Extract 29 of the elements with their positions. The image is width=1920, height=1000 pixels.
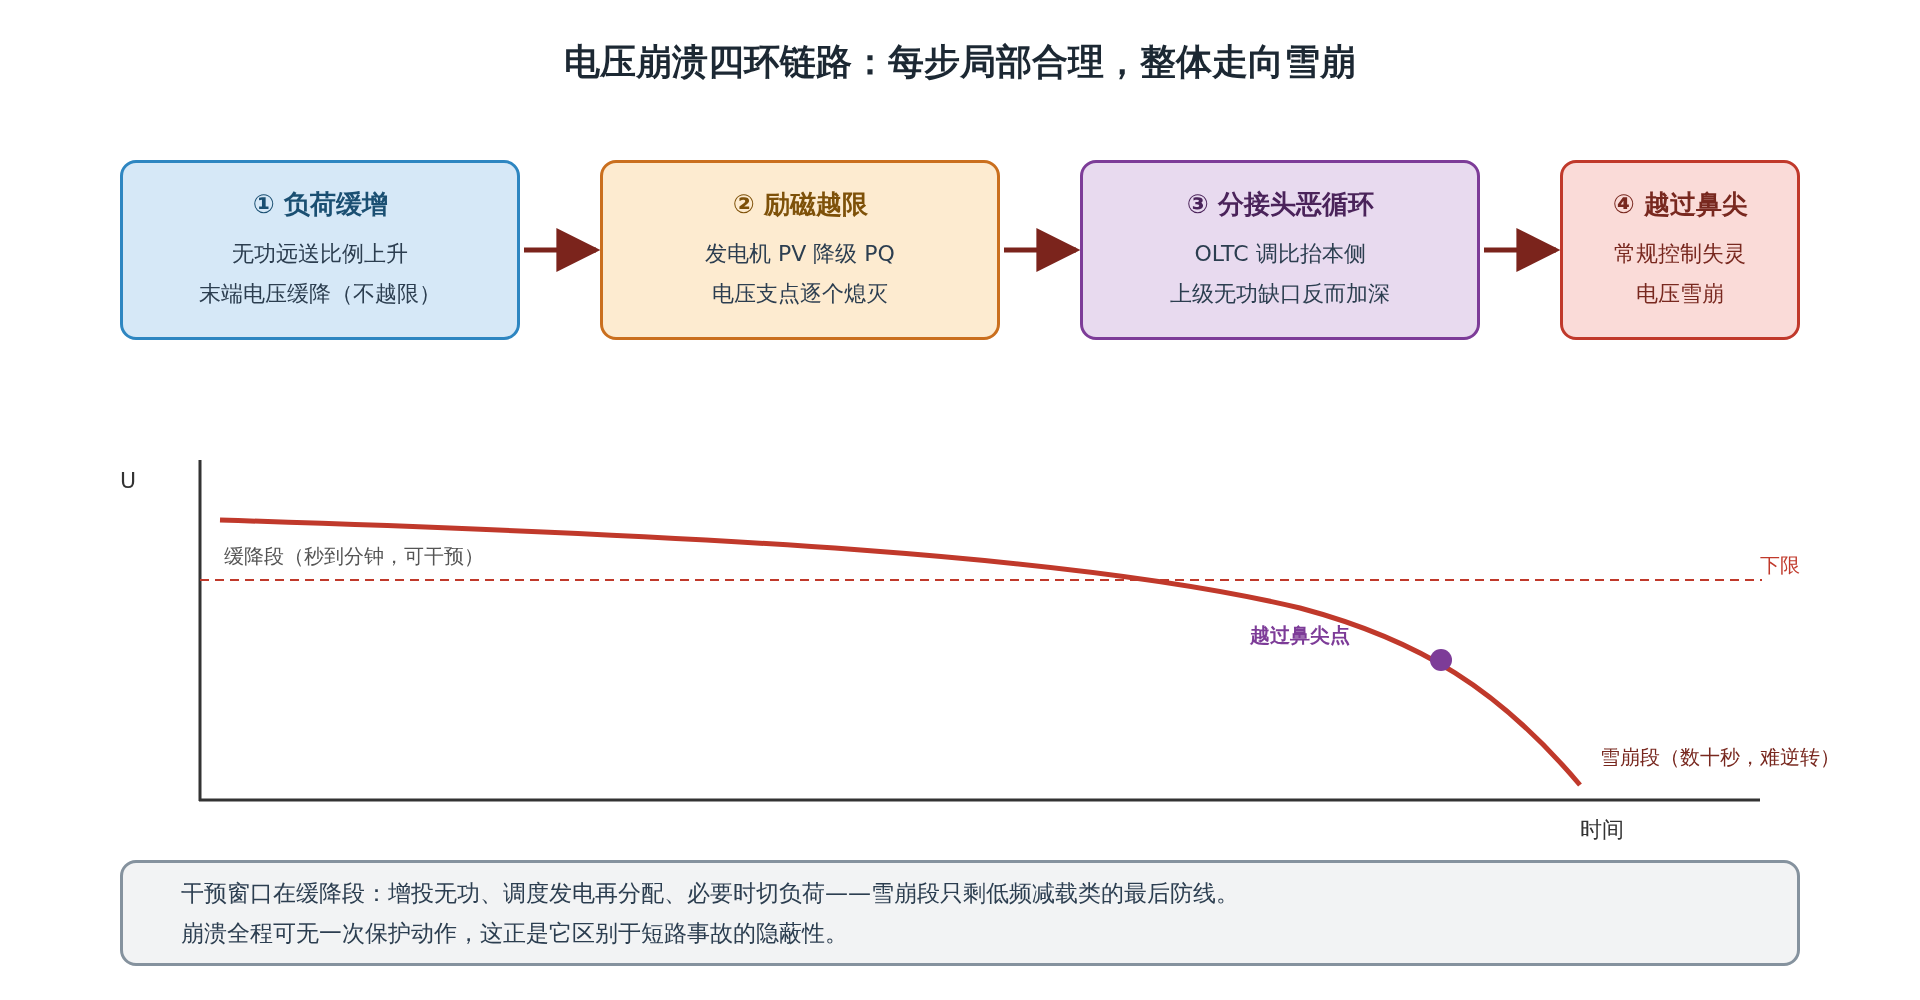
- arrow: [1004, 228, 1081, 272]
- arrow: [524, 228, 601, 272]
- box-text: 常规控制失灵: [1614, 239, 1746, 268]
- segment-label: 雪崩段（数十秒，难逆转）: [1600, 744, 1840, 771]
- axis-label: 时间: [1580, 816, 1624, 844]
- box-heading: ④ 越过鼻尖: [1612, 187, 1748, 221]
- box-text: 无功远送比例上升: [232, 239, 408, 268]
- box-heading: ② 励磁越限: [732, 187, 868, 221]
- box-text: OLTC 调比抬本侧: [1194, 239, 1366, 268]
- diagram-title: 电压崩溃四环链路：每步局部合理，整体走向雪崩: [563, 40, 1357, 84]
- box-text: 发电机 PV 降级 PQ: [705, 239, 895, 268]
- box-text: 上级无功缺口反而加深: [1170, 279, 1390, 308]
- box-text: 电压支点逐个熄灭: [712, 279, 888, 308]
- note-box: [120, 860, 1800, 966]
- process-box: [1080, 160, 1480, 340]
- limit-label: 下限: [1760, 552, 1800, 579]
- process-box: [1560, 160, 1800, 340]
- box-heading: ③ 分接头恶循环: [1186, 187, 1374, 221]
- note-text: 干预窗口在缓降段：增投无功、调度发电再分配、必要时切负荷——雪崩段只剩低频减载类的最后防线。: [181, 879, 1239, 908]
- axis-label: U: [120, 468, 137, 493]
- note-text: 崩溃全程可无一次保护动作，这正是它区别于短路事故的隐蔽性。: [181, 919, 848, 948]
- point-label: 越过鼻尖点: [1250, 622, 1350, 649]
- process-box: [600, 160, 1000, 340]
- box-heading: ① 负荷缓增: [252, 187, 388, 221]
- box-text: 末端电压缓降（不越限）: [199, 279, 441, 308]
- process-box: [120, 160, 520, 340]
- arrow: [1484, 228, 1561, 272]
- box-text: 电压雪崩: [1636, 279, 1724, 308]
- segment-label: 缓降段（秒到分钟，可干预）: [224, 543, 484, 570]
